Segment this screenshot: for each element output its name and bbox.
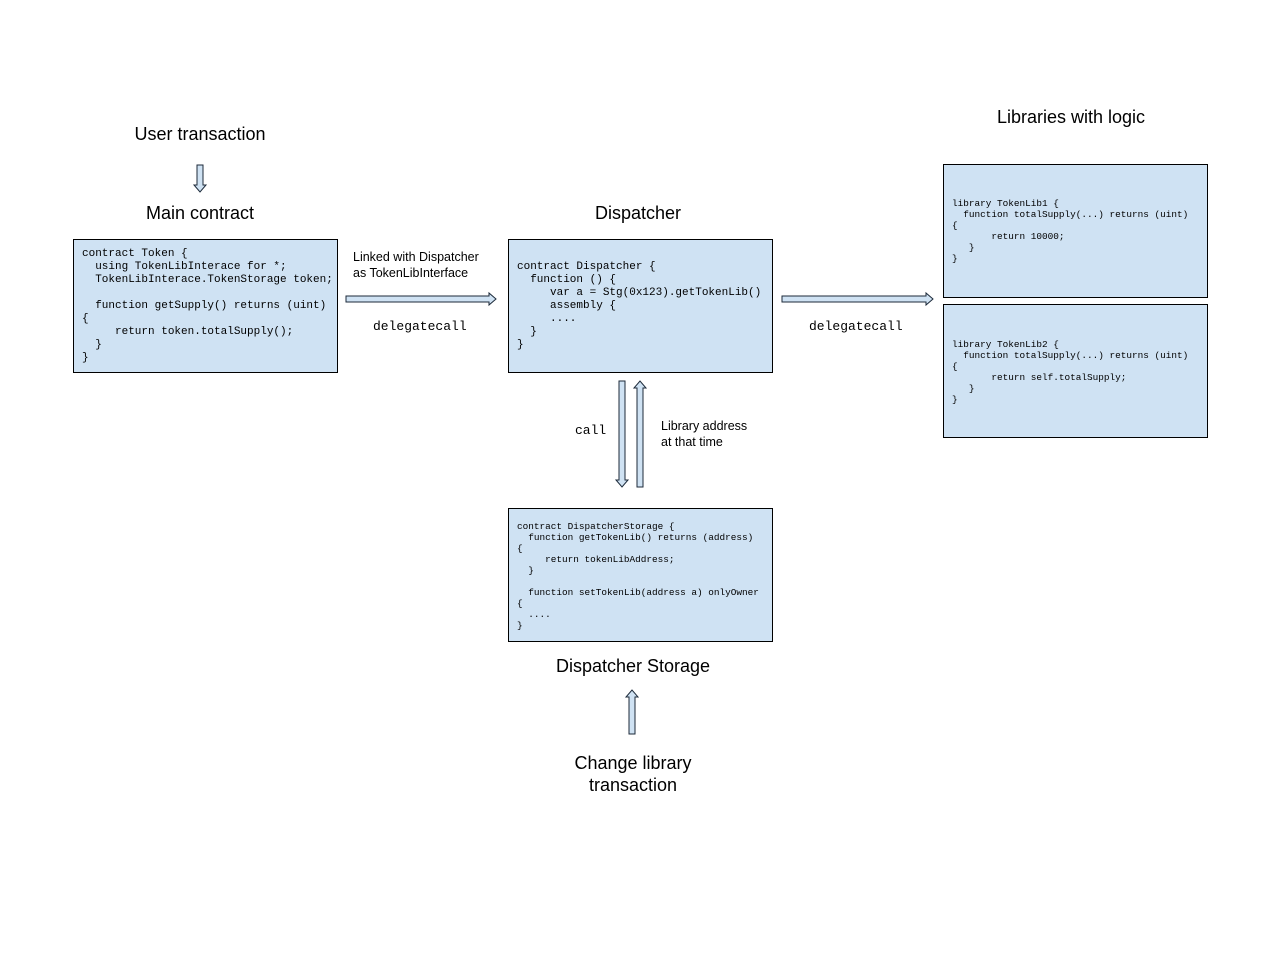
arrow-user-to-main xyxy=(192,164,208,193)
delegatecall-label-libraries: delegatecall xyxy=(809,319,903,334)
dispatcher-heading: Dispatcher xyxy=(594,203,682,223)
dispatcher-code: contract Dispatcher { function () { var … xyxy=(517,261,762,351)
delegatecall-label-main: delegatecall xyxy=(373,319,467,334)
user-transaction-heading: User transaction xyxy=(134,124,266,144)
arrow-main-to-dispatcher xyxy=(345,291,497,307)
main-contract-box: contract Token { using TokenLibInterace … xyxy=(73,239,338,373)
token-lib2-box: library TokenLib2 { function totalSupply… xyxy=(943,304,1208,438)
dispatcher-storage-code: contract DispatcherStorage { function ge… xyxy=(517,521,759,631)
main-contract-heading: Main contract xyxy=(145,203,255,223)
call-label: call xyxy=(575,423,607,438)
libraries-heading: Libraries with logic xyxy=(996,107,1146,127)
dispatcher-box: contract Dispatcher { function () { var … xyxy=(508,239,773,373)
main-contract-code: contract Token { using TokenLibInterace … xyxy=(82,248,333,364)
linked-with-label: Linked with Dispatcher as TokenLibInterf… xyxy=(353,250,479,280)
dispatcher-storage-heading: Dispatcher Storage xyxy=(555,656,711,676)
token-lib2-code: library TokenLib2 { function totalSupply… xyxy=(952,339,1189,405)
token-lib1-code: library TokenLib1 { function totalSupply… xyxy=(952,198,1189,264)
library-address-label: Library address at that time xyxy=(661,419,748,449)
dispatcher-storage-box: contract DispatcherStorage { function ge… xyxy=(508,508,773,642)
arrow-library-address-up xyxy=(632,380,648,488)
token-lib1-box: library TokenLib1 { function totalSupply… xyxy=(943,164,1208,298)
arrow-change-to-storage xyxy=(624,689,640,735)
change-library-heading: Change library transaction xyxy=(574,753,692,795)
arrow-call-down xyxy=(614,380,630,488)
arrow-dispatcher-to-libraries xyxy=(781,291,934,307)
